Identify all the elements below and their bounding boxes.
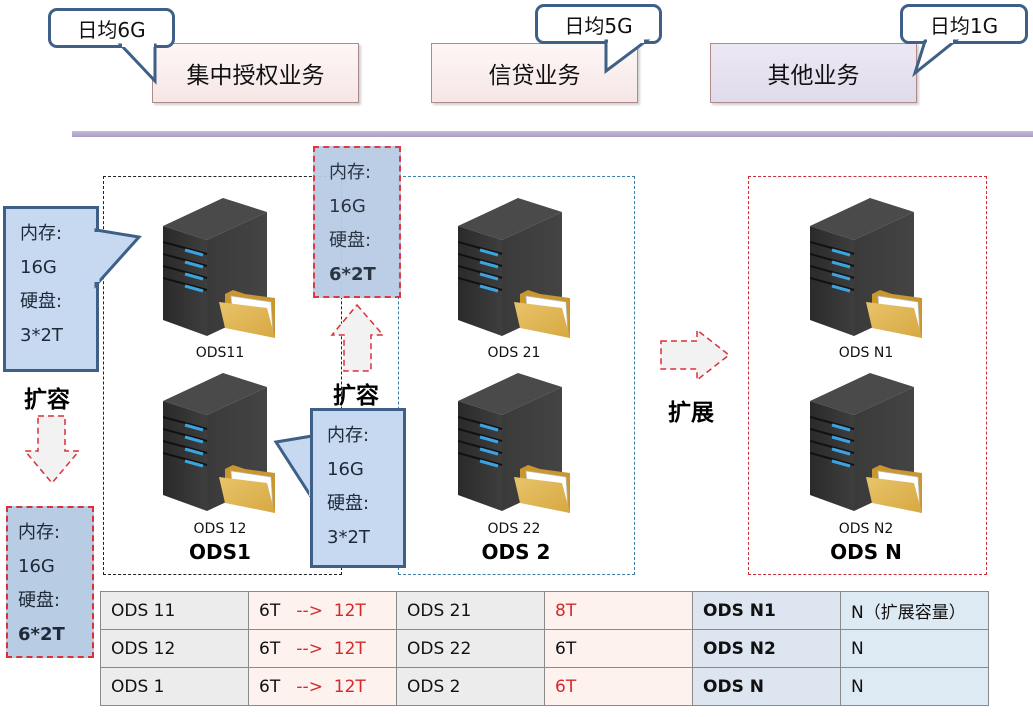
spec-upgraded-ods12: 内存: 16G 硬盘: 6*2T <box>313 146 401 298</box>
server-icon <box>163 373 278 513</box>
table-cell: ODS 21 <box>396 591 545 630</box>
table-cell: 6T <box>544 667 693 706</box>
table-row: ODS 1 6T --> 12T ODS 2 6T ODS N N <box>100 667 989 706</box>
spec-callout-ods11: 内存: 16G 硬盘: 3*2T <box>3 206 99 372</box>
cap-arrow: --> <box>296 600 323 621</box>
group-label: ODS 2 <box>481 540 551 564</box>
disk-label: 硬盘: <box>329 230 372 251</box>
memory-value: 16G <box>18 556 55 577</box>
daily-volume-text: 日均5G <box>564 13 633 38</box>
capacity-table: ODS 11 6T --> 12T ODS 21 8T ODS N1 N（扩展容… <box>100 591 989 706</box>
cap-to: 12T <box>333 638 366 659</box>
server-label: ODS11 <box>195 345 245 361</box>
table-cell: 8T <box>544 591 693 630</box>
table-cell: 6T --> 12T <box>248 667 397 706</box>
cap-from: 6T <box>259 600 281 621</box>
table-cell: ODS N2 <box>692 629 841 668</box>
table-cell: ODS N1 <box>692 591 841 630</box>
daily-volume-text: 日均1G <box>929 13 999 38</box>
memory-label: 内存: <box>20 223 63 244</box>
server-label: ODS 22 <box>487 521 541 537</box>
disk-value: 6*2T <box>329 264 376 285</box>
spec-upgraded-ods1: 内存: 16G 硬盘: 6*2T <box>6 506 94 658</box>
table-cell: ODS N <box>692 667 841 706</box>
spec-callout-ods12: 内存: 16G 硬盘: 3*2T <box>310 408 406 568</box>
disk-label: 硬盘: <box>20 291 63 312</box>
daily-volume-text: 日均6G <box>77 17 146 42</box>
table-row: ODS 12 6T --> 12T ODS 22 6T ODS N2 N <box>100 629 989 668</box>
cap-from: 6T <box>259 676 281 697</box>
extend-label: 扩展 <box>668 400 714 426</box>
bubble-tail-icon <box>912 39 960 78</box>
server-icon <box>458 373 573 513</box>
arrow-up-icon <box>330 303 385 372</box>
table-cell: 6T <box>544 629 693 668</box>
server-icon <box>810 198 925 338</box>
disk-label: 硬盘: <box>18 590 61 611</box>
table-cell: N（扩展容量） <box>840 591 989 630</box>
table-cell: 6T --> 12T <box>248 591 397 630</box>
bubble-tail-icon <box>604 39 651 74</box>
table-cell: ODS 22 <box>396 629 545 668</box>
cap-arrow: --> <box>296 638 323 659</box>
expand-label: 扩容 <box>333 383 379 409</box>
group-odsn-box <box>748 176 987 575</box>
disk-value: 6*2T <box>18 624 65 645</box>
group-ods2-box <box>398 176 635 575</box>
divider-bar <box>72 131 1033 137</box>
business-box-other: 其他业务 <box>710 43 917 103</box>
disk-label: 硬盘: <box>327 493 370 514</box>
cap-to: 12T <box>333 676 366 697</box>
memory-value: 16G <box>20 257 57 278</box>
group-ods1-box <box>103 176 342 575</box>
disk-value: 3*2T <box>20 325 63 346</box>
server-icon <box>458 198 573 338</box>
memory-label: 内存: <box>18 522 61 543</box>
group-label: ODS N <box>830 540 902 564</box>
memory-label: 内存: <box>327 425 370 446</box>
table-cell: ODS 2 <box>396 667 545 706</box>
server-icon <box>163 198 278 338</box>
cap-arrow: --> <box>296 676 323 697</box>
table-row: ODS 11 6T --> 12T ODS 21 8T ODS N1 N（扩展容… <box>100 591 989 630</box>
business-box-central-auth: 集中授权业务 <box>152 43 359 103</box>
server-label: ODS 12 <box>193 521 247 537</box>
daily-volume-bubble: 日均1G <box>900 4 1028 78</box>
business-box-credit: 信贷业务 <box>431 43 638 103</box>
table-cell: 6T --> 12T <box>248 629 397 668</box>
business-name: 其他业务 <box>767 63 860 89</box>
bubble-tail-icon <box>117 43 157 85</box>
server-icon <box>810 373 925 513</box>
table-cell: ODS 12 <box>100 629 249 668</box>
table-cell: ODS 11 <box>100 591 249 630</box>
memory-value: 16G <box>329 196 366 217</box>
disk-value: 3*2T <box>327 527 370 548</box>
callout-pointer-icon <box>94 228 142 289</box>
arrow-right-icon <box>660 328 731 382</box>
server-label: ODS 21 <box>487 345 541 361</box>
table-cell: N <box>840 667 989 706</box>
cap-to: 12T <box>333 600 366 621</box>
daily-volume-bubble: 日均6G <box>48 8 175 85</box>
business-name: 信贷业务 <box>488 63 581 89</box>
expand-label: 扩容 <box>24 387 70 413</box>
arrow-down-icon <box>23 415 81 485</box>
server-label: ODS N1 <box>838 345 894 361</box>
memory-label: 内存: <box>329 162 372 183</box>
server-label: ODS N2 <box>838 521 894 537</box>
table-cell: N <box>840 629 989 668</box>
business-name: 集中授权业务 <box>186 63 325 89</box>
cap-from: 6T <box>259 638 281 659</box>
memory-value: 16G <box>327 459 364 480</box>
daily-volume-bubble: 日均1G 日均5G <box>535 4 662 74</box>
group-label: ODS1 <box>189 540 251 564</box>
table-cell: ODS 1 <box>100 667 249 706</box>
